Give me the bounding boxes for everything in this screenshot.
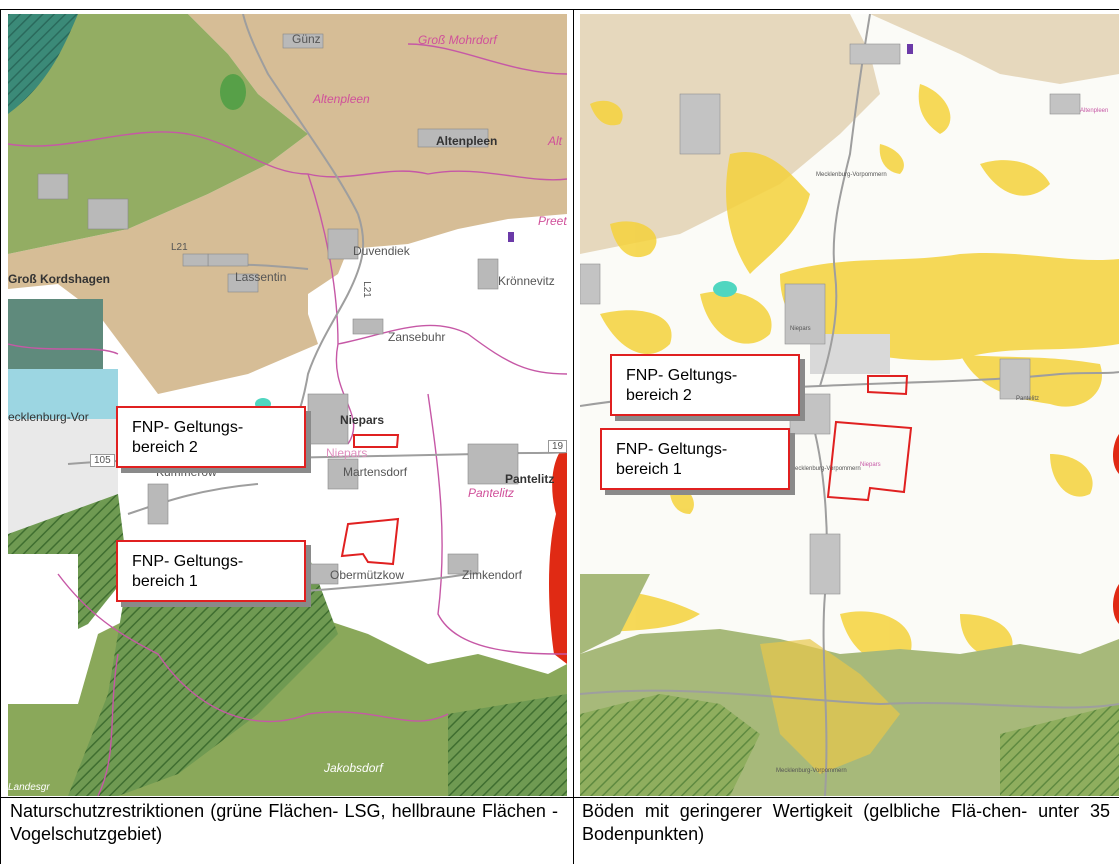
table-divider-horizontal: [0, 797, 1119, 798]
caption-soil-value: Böden mit geringerer Wertigkeit (gelblic…: [582, 801, 1110, 844]
callout-line1: FNP- Geltungs-: [132, 419, 244, 436]
place-altenpleen-italic: Altenpleen: [313, 92, 370, 106]
place-mecklenburg-vor: ecklenburg-Vor: [8, 410, 89, 424]
callout-line1: FNP- Geltungs-: [132, 553, 244, 570]
place-gross-kordshagen: Groß Kordshagen: [8, 272, 111, 286]
place-mv-mid: Mecklenburg-Vorpommern: [790, 466, 861, 472]
table-border-left: [0, 9, 1, 864]
table-border-top: [0, 9, 1119, 10]
place-martensdorf: Martensdorf: [343, 465, 408, 479]
road-l21: L21: [171, 242, 188, 253]
table-divider-vertical: [573, 9, 574, 864]
callout-geltungsbereich-2-left: FNP- Geltungs- bereich 2: [116, 406, 306, 468]
place-gross-mohrdorf: Groß Mohrdorf: [418, 33, 497, 47]
place-obermuetzkow: Obermützkow: [330, 568, 405, 582]
place-kroennevitz: Krönnevitz: [498, 274, 555, 288]
soil-value-map: Mecklenburg-Vorpommern Niepars Pantelitz…: [580, 14, 1119, 796]
callout-geltungsbereich-1-right: FNP- Geltungs- bereich 1: [600, 428, 790, 490]
road-l21-vertical: L21: [360, 281, 372, 298]
place-pantelitz-italic: Pantelitz: [468, 486, 515, 500]
place-niepars-small: Niepars: [860, 462, 881, 468]
road-105: 105: [90, 454, 115, 467]
place-jakobsdorf: Jakobsdorf: [324, 761, 383, 775]
callout-line2: bereich 1: [616, 461, 682, 478]
callout-line1: FNP- Geltungs-: [616, 441, 728, 458]
callout-geltungsbereich-2-right: FNP- Geltungs- bereich 2: [610, 354, 800, 416]
place-mv-bottom: Mecklenburg-Vorpommern: [776, 768, 847, 774]
place-guenz: Günz: [292, 32, 321, 46]
nature-restrictions-map: Günz Groß Mohrdorf Altenpleen Altenpleen…: [8, 14, 567, 796]
place-zansebuhr: Zansebuhr: [388, 330, 446, 344]
callout-geltungsbereich-1-left: FNP- Geltungs- bereich 1: [116, 540, 306, 602]
caption-nature-restrictions: Naturschutzrestriktionen (grüne Flächen-…: [10, 801, 558, 844]
place-zimkendorf: Zimkendorf: [462, 568, 523, 582]
place-duvendiek: Duvendiek: [353, 244, 410, 258]
place-mv-top: Mecklenburg-Vorpommern: [816, 172, 887, 178]
place-alt-cut: Alt: [548, 134, 563, 148]
place-pantelitz: Pantelitz: [505, 472, 555, 486]
callout-line2: bereich 2: [626, 387, 692, 404]
callout-line2: bereich 1: [132, 573, 198, 590]
place-altenpleen-right: Altenpleen: [1080, 108, 1109, 114]
place-landesgrenze: Landesgr: [8, 782, 50, 793]
callout-line2: bereich 2: [132, 439, 198, 456]
place-lassentin: Lassentin: [235, 270, 287, 284]
left-map-graphic: [8, 14, 567, 796]
place-pantelitz-right: Pantelitz: [1016, 396, 1040, 402]
place-preetz: Preetz: [538, 214, 567, 228]
road-19: 19: [548, 440, 567, 453]
place-niepars: Niepars: [340, 413, 385, 427]
place-niepars-right: Niepars: [790, 326, 811, 332]
place-altenpleen: Altenpleen: [436, 134, 498, 148]
place-niepars-italic: Niepars: [326, 446, 368, 460]
callout-line1: FNP- Geltungs-: [626, 367, 738, 384]
place-kummerow: Kummerow: [156, 465, 217, 479]
